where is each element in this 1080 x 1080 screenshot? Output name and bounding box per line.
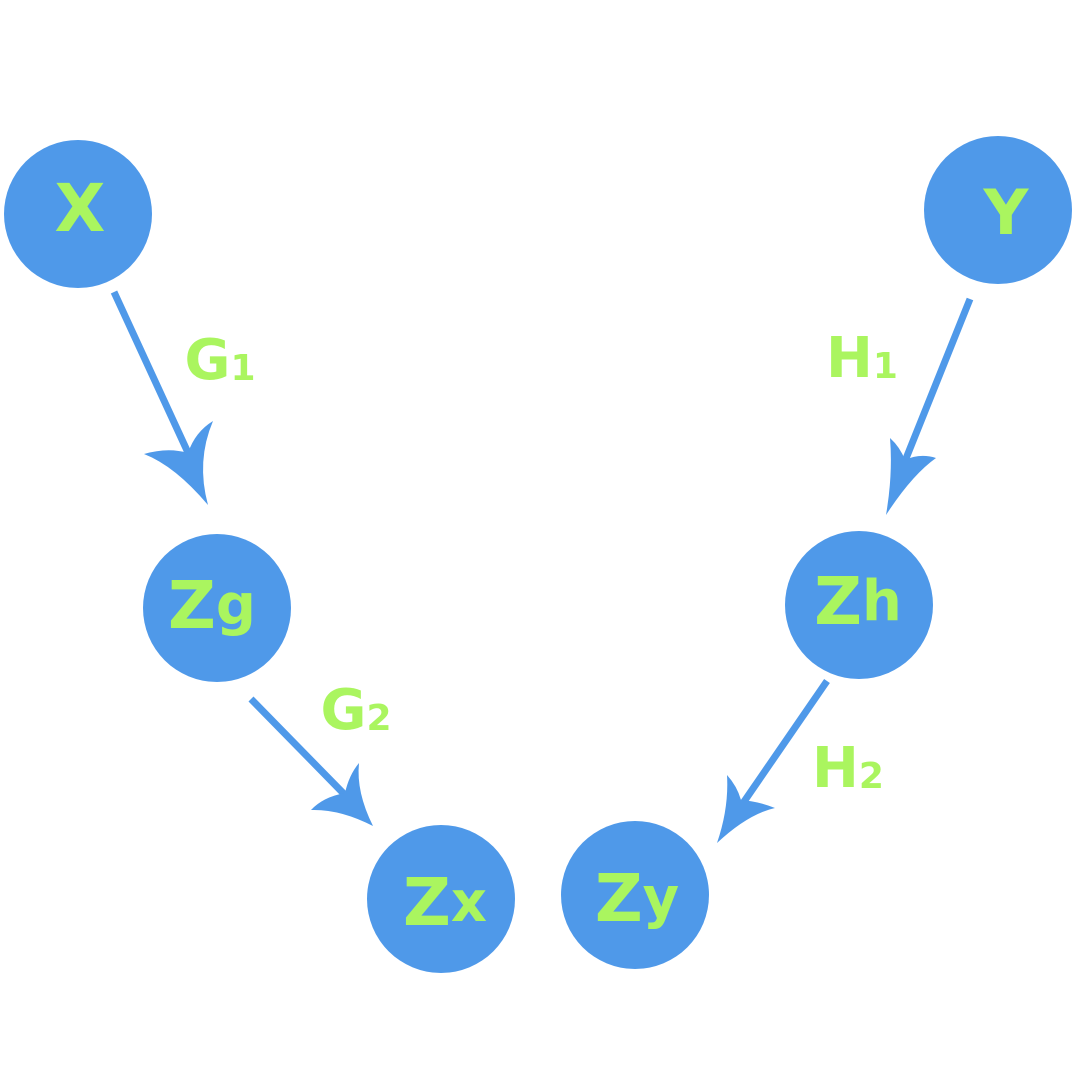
node-zh-circle <box>785 531 933 679</box>
edge-h1: H1 <box>826 297 974 515</box>
edge-g2-label: G2 <box>320 678 391 743</box>
node-zx-label: Zx <box>403 864 487 941</box>
edge-g2-arrowhead <box>311 763 373 826</box>
edge-g2: G2 <box>248 678 392 826</box>
node-y: Y <box>924 136 1072 284</box>
node-zg-label: Zg <box>168 567 256 644</box>
edge-h2-label: H2 <box>812 736 884 801</box>
node-x: X <box>4 140 152 288</box>
node-zx: Zx <box>367 825 515 973</box>
node-y-label: Y <box>983 176 1030 249</box>
node-zy: Zy <box>561 821 709 969</box>
edge-h2-arrowhead <box>717 775 775 843</box>
node-zy-label: Zy <box>595 860 679 937</box>
node-zx-circle <box>367 825 515 973</box>
edge-h1-label: H1 <box>826 326 898 391</box>
node-x-label: X <box>55 170 106 247</box>
node-zh: Zh <box>785 531 933 679</box>
edge-g1: G1 <box>110 290 256 505</box>
node-zg: Zg <box>143 534 291 682</box>
edge-h2: H2 <box>717 679 884 843</box>
edge-g2-line <box>248 696 349 799</box>
edge-h2-line <box>738 679 830 808</box>
edge-g1-label: G1 <box>184 328 255 393</box>
node-zy-circle <box>561 821 709 969</box>
node-zg-circle <box>143 534 291 682</box>
node-zh-label: Zh <box>814 563 902 640</box>
node-x-circle <box>4 140 152 288</box>
node-y-circle <box>924 136 1072 284</box>
edge-h1-line <box>899 297 974 468</box>
edge-h1-arrowhead <box>886 438 936 515</box>
edge-g1-arrowhead <box>144 421 213 505</box>
edge-g1-line <box>110 290 194 459</box>
